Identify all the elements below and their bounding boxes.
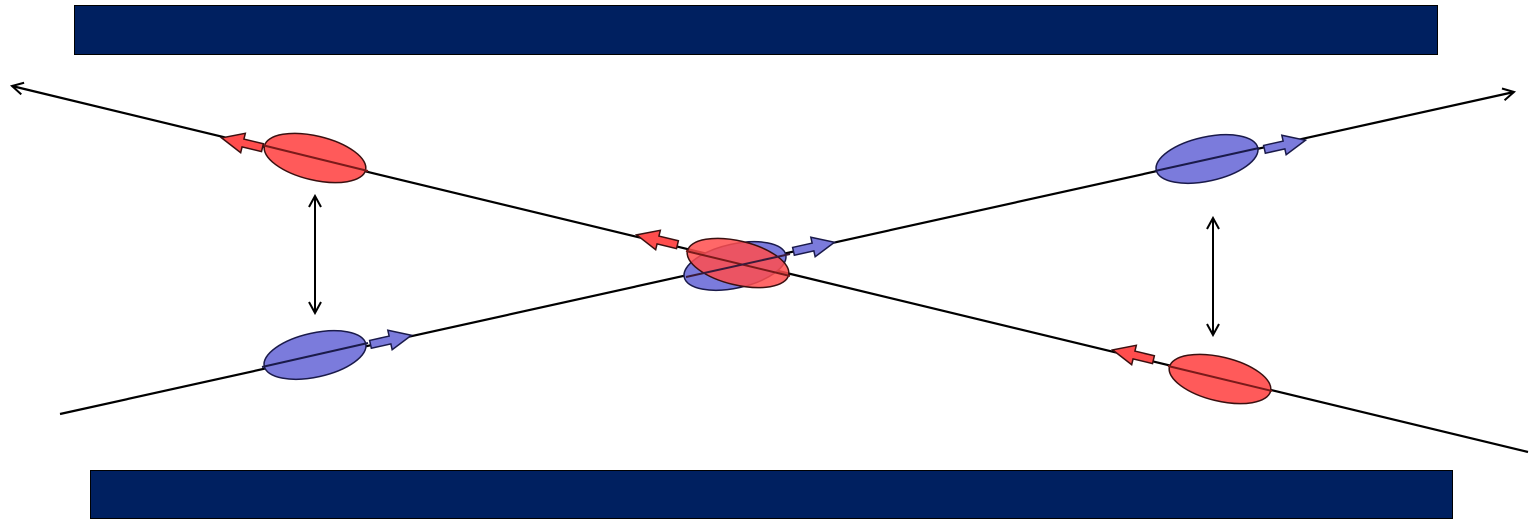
red-arrow-center xyxy=(634,229,680,252)
red-ellipse-top-left xyxy=(261,132,369,184)
red-ellipse-bottom-right xyxy=(1167,353,1273,405)
blue-ellipse-bottom-left xyxy=(261,330,369,380)
blue-arrow-top-right xyxy=(1262,134,1308,157)
top-banner-bar xyxy=(74,5,1438,55)
overlap-center xyxy=(683,237,791,291)
bottom-banner-bar xyxy=(90,470,1453,519)
blue-arrow-center xyxy=(791,236,837,259)
red-arrow-bottom-right xyxy=(1110,344,1156,367)
blue-arrow-bottom-left xyxy=(368,329,414,352)
red-arrow-top-left xyxy=(219,132,265,155)
blue-ellipse-top-right xyxy=(1154,134,1260,184)
